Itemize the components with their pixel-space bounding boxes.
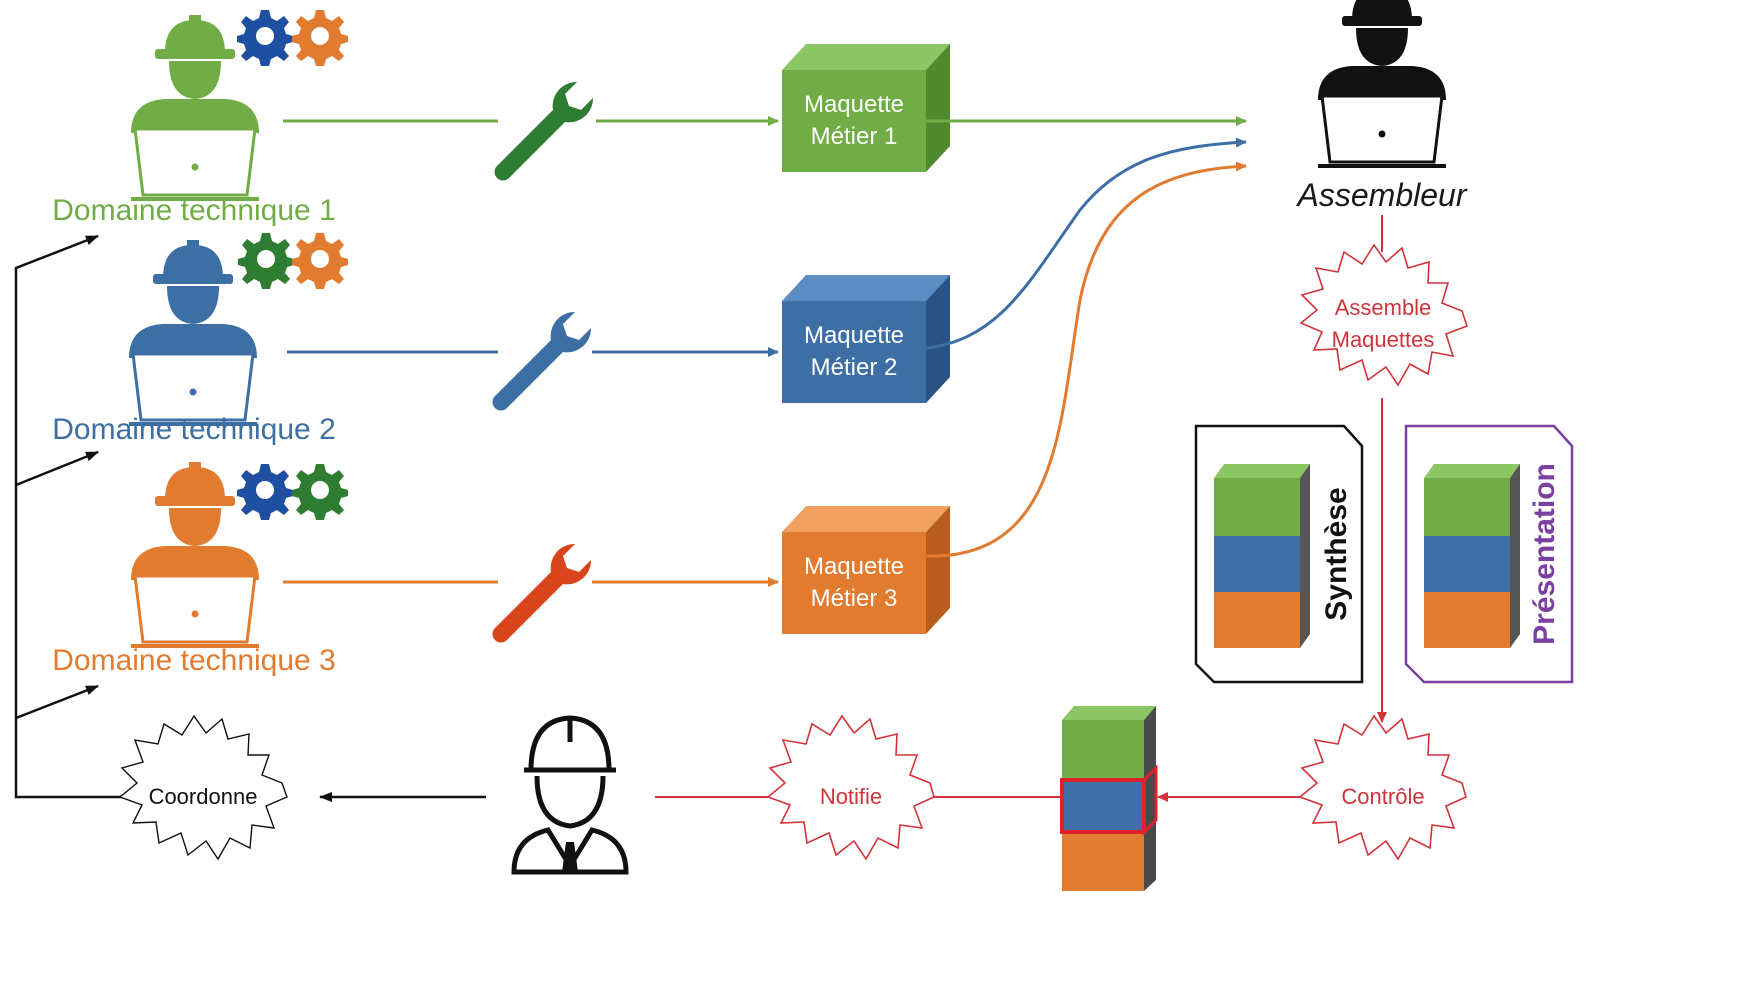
gear-icon: [292, 233, 348, 289]
gear-icon: [292, 464, 348, 520]
assemble-step: Assemble Maquettes: [1299, 243, 1469, 387]
wrench-icon: [492, 543, 592, 643]
model-box-1: Maquette Métier 1: [782, 44, 950, 172]
starburst-shape: [1299, 243, 1469, 387]
wrench-icon: [494, 81, 594, 181]
assembleur-label: Assembleur: [1296, 177, 1468, 213]
worker-icon-2: [127, 240, 259, 426]
starburst-shape: [1298, 714, 1467, 861]
coordination-feedback-arrows: [14, 234, 125, 799]
gear-icon: [238, 233, 294, 289]
gear-icon: [237, 10, 293, 66]
model-1-line2: Métier 1: [811, 123, 898, 150]
notifie-label: Notifie: [820, 784, 882, 809]
assemble-line1: Assemble: [1335, 295, 1432, 320]
model-box-2: Maquette Métier 2: [782, 275, 950, 403]
gear-icon: [292, 10, 348, 66]
presentation-label: Présentation: [1528, 463, 1561, 645]
model-1-line1: Maquette: [804, 91, 904, 118]
model-2-line1: Maquette: [804, 322, 904, 349]
assemble-line2: Maquettes: [1332, 327, 1435, 352]
assembleur-icon: [1316, 0, 1448, 168]
model-box-3: Maquette Métier 3: [782, 506, 950, 634]
controle-step: Contrôle: [1298, 714, 1467, 861]
notifie-step: Notifie: [766, 714, 935, 861]
synthese-panel: Synthèse: [1194, 424, 1364, 684]
domain-label-2: Domaine technique 2: [52, 413, 336, 446]
synthese-label: Synthèse: [1320, 487, 1353, 620]
highlight-frame-side: [1142, 764, 1158, 836]
model-3-line1: Maquette: [804, 553, 904, 580]
worker-icon-3: [129, 462, 261, 648]
starburst-shape: [766, 714, 935, 861]
assembled-model-stack: [1060, 706, 1158, 891]
controle-label: Contrôle: [1341, 784, 1424, 809]
starburst-shape: [118, 714, 288, 861]
wrench-icon: [492, 311, 592, 411]
domain-label-3: Domaine technique 3: [52, 644, 336, 677]
model-2-line2: Métier 2: [811, 354, 898, 381]
coordonne-label: Coordonne: [149, 784, 258, 809]
gear-icon: [237, 464, 293, 520]
model-to-assembleur-arrows: [925, 116, 1247, 558]
supervisor-icon: [511, 715, 629, 875]
presentation-panel: Présentation: [1404, 424, 1574, 684]
coordonne-step: Coordonne: [118, 714, 288, 861]
model-3-line2: Métier 3: [811, 585, 898, 612]
domain-label-1: Domaine technique 1: [52, 194, 336, 227]
worker-icon-1: [129, 15, 261, 201]
